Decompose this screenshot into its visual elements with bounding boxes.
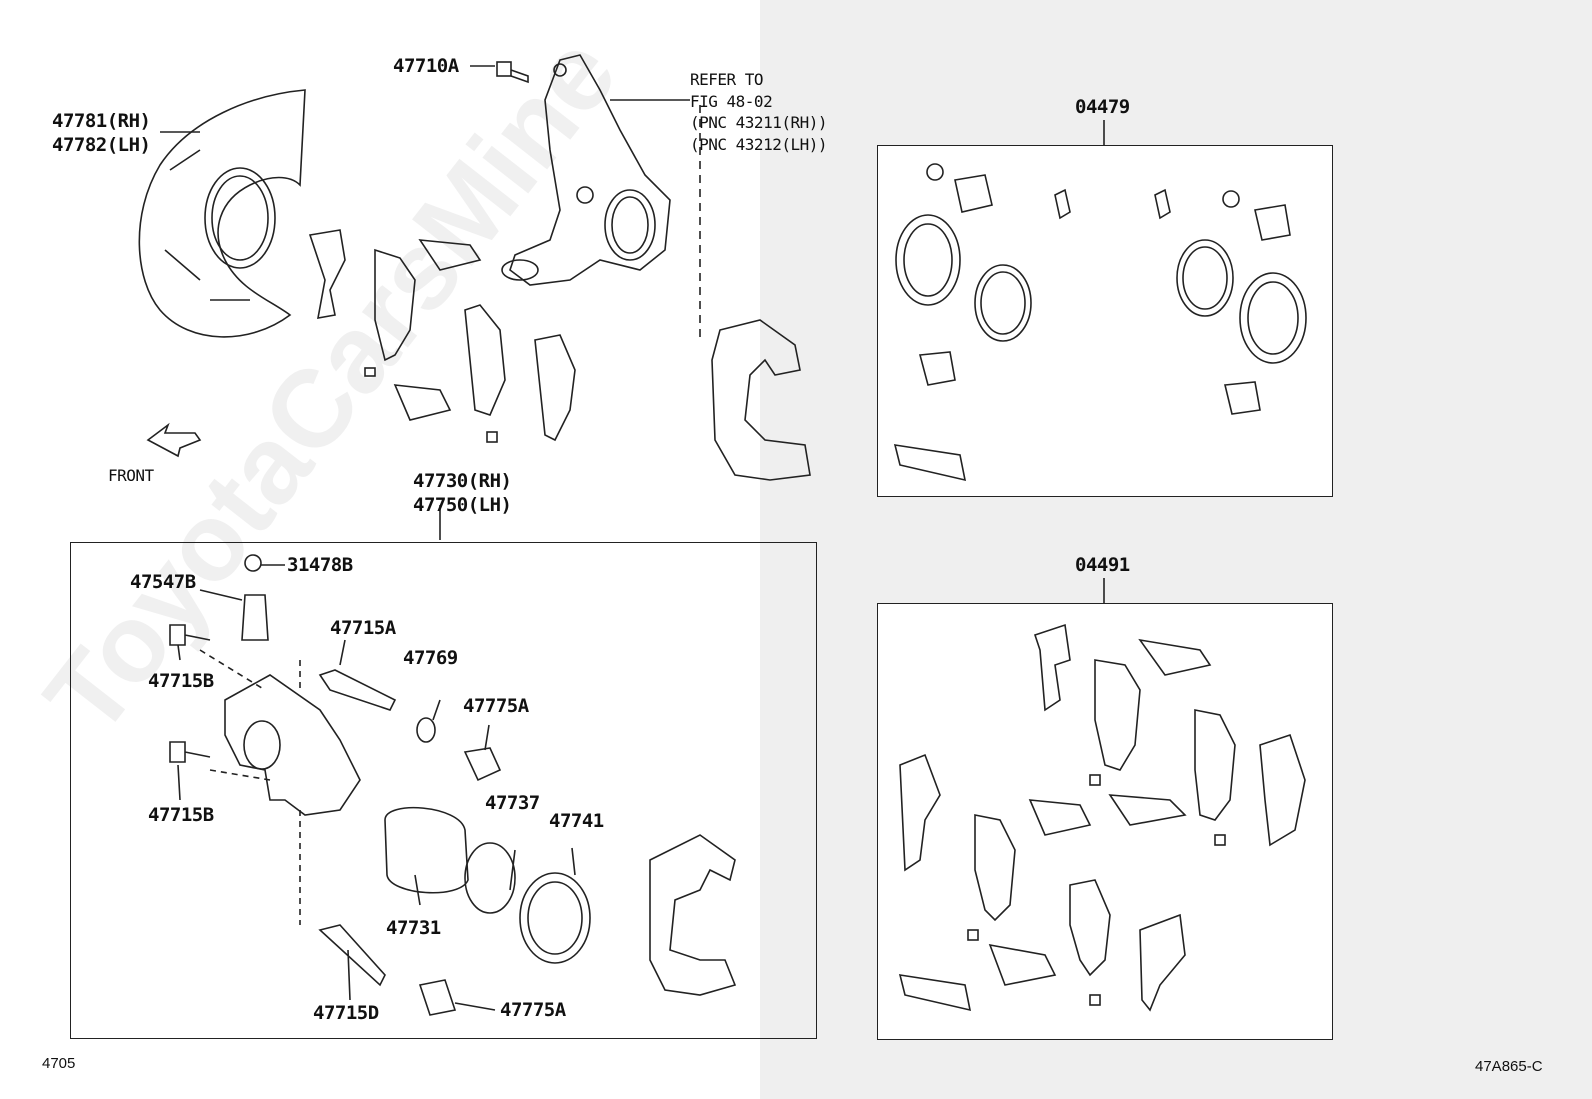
label-47741: 47741 bbox=[549, 810, 604, 832]
label-47781: 47781(RH) bbox=[52, 110, 151, 132]
label-47730: 47730(RH) bbox=[413, 470, 512, 492]
label-front: FRONT bbox=[108, 466, 154, 485]
kit-04479-box bbox=[877, 145, 1333, 497]
label-47710A: 47710A bbox=[393, 55, 459, 77]
label-47715B-upper: 47715B bbox=[148, 670, 214, 692]
dust-shield-drawing bbox=[138, 89, 306, 338]
label-47715B-lower: 47715B bbox=[148, 804, 214, 826]
kit-04491-drawing bbox=[898, 623, 1306, 1012]
label-kit-04479: 04479 bbox=[1075, 96, 1130, 118]
label-refer-line4: (PNC 43212(LH)) bbox=[690, 135, 828, 154]
label-31478B: 31478B bbox=[287, 554, 353, 576]
footer-right-code: 47A865-C bbox=[1475, 1058, 1543, 1075]
label-refer-line1: REFER TO bbox=[690, 70, 764, 89]
label-refer-line3: (PNC 43211(RH)) bbox=[690, 113, 828, 132]
label-47715A: 47715A bbox=[330, 617, 396, 639]
label-47731: 47731 bbox=[386, 917, 441, 939]
bolt-47710A-drawing bbox=[470, 61, 529, 84]
label-47769: 47769 bbox=[403, 647, 458, 669]
caliper-assembly-box bbox=[70, 542, 817, 1039]
label-kit-04491: 04491 bbox=[1075, 554, 1130, 576]
front-arrow-icon bbox=[146, 422, 202, 458]
label-47775A-upper: 47775A bbox=[463, 695, 529, 717]
label-refer-line2: FIG 48-02 bbox=[690, 92, 773, 111]
label-47775A-lower: 47775A bbox=[500, 999, 566, 1021]
kit-04479-drawing bbox=[893, 163, 1307, 482]
upper-pads-drawing bbox=[308, 229, 576, 443]
label-47782: 47782(LH) bbox=[52, 134, 151, 156]
label-47715D: 47715D bbox=[313, 1002, 379, 1024]
steering-knuckle-drawing bbox=[501, 54, 671, 286]
label-47547B: 47547B bbox=[130, 571, 196, 593]
kit-04491-box bbox=[877, 603, 1333, 1040]
upper-bracket-drawing bbox=[711, 319, 811, 481]
caliper-parts-drawing bbox=[169, 554, 737, 1016]
left-panel-background bbox=[0, 0, 760, 1099]
label-47737: 47737 bbox=[485, 792, 540, 814]
label-47750: 47750(LH) bbox=[413, 494, 512, 516]
footer-left-code: 4705 bbox=[42, 1055, 76, 1072]
